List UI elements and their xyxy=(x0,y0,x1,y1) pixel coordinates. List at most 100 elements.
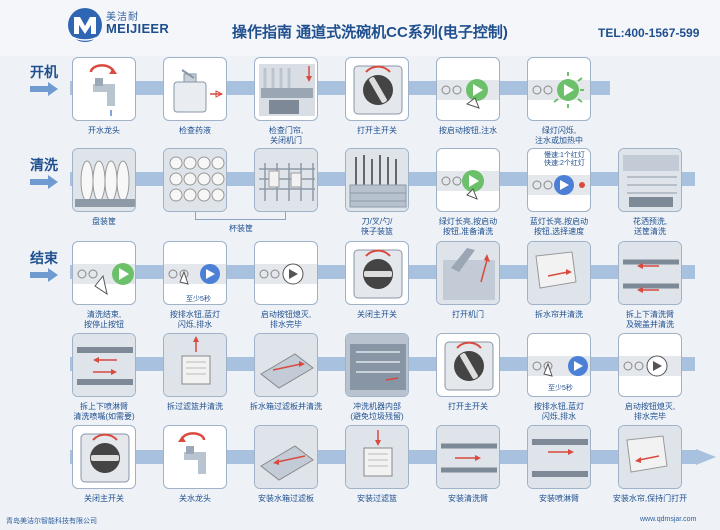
step-caption: 打开主开关 xyxy=(357,126,397,135)
finish-press-icon xyxy=(73,263,135,296)
filter-basket-icon xyxy=(164,334,226,396)
step-caption: 拆上下喷淋臂清洗喷嘴(如需要) xyxy=(73,402,135,421)
step-card xyxy=(436,333,500,397)
step-card xyxy=(527,148,591,212)
install-tank-filter-icon xyxy=(255,426,317,488)
step-card xyxy=(345,425,409,489)
step-caption: 盘装筐 xyxy=(92,217,116,226)
footer-company: 青岛美洁尔智能科技有限公司 xyxy=(6,518,97,525)
start-off-icon xyxy=(619,355,681,377)
main-switch-on-icon xyxy=(444,341,494,391)
step-caption: 按排水钮,蓝灯闪烁,排水 xyxy=(169,310,221,329)
main-switch-off-icon xyxy=(353,249,403,299)
step-caption: 启动按钮熄灭,排水完毕 xyxy=(624,402,676,421)
step-caption: 安装水帘,保持门打开 xyxy=(612,494,688,503)
step-card xyxy=(163,333,227,397)
prewash-spray-icon xyxy=(619,149,681,211)
step-card xyxy=(163,57,227,121)
step-card xyxy=(72,57,136,121)
footer-website[interactable]: www.qdmsjar.com xyxy=(640,516,697,523)
step-caption: 安装喷淋臂 xyxy=(539,494,579,503)
step-caption: 安装过滤篮 xyxy=(357,494,397,503)
drain-button-icon xyxy=(528,356,590,377)
machine-interior-icon xyxy=(346,334,408,396)
faucet-close-icon xyxy=(178,432,206,474)
step-card xyxy=(527,241,591,305)
step-caption: 绿灯闪烁,注水或加热中 xyxy=(535,126,583,145)
step-caption: 拆水帘并清洗 xyxy=(535,310,583,319)
rack-bracket xyxy=(195,212,286,220)
arrow-right-icon xyxy=(30,175,58,189)
hold-note: 至少5秒 xyxy=(186,296,211,303)
step-caption: 启动按钮熄灭,排水完毕 xyxy=(260,310,312,329)
step-card xyxy=(436,241,500,305)
step-card xyxy=(345,57,409,121)
step-card xyxy=(527,57,591,121)
step-card xyxy=(254,57,318,121)
step-card xyxy=(618,425,682,489)
step-card xyxy=(254,333,318,397)
step-caption: 按排水钮,蓝灯闪烁,排水 xyxy=(533,402,585,421)
faucet-open-icon xyxy=(89,64,117,116)
step-card xyxy=(163,241,227,305)
step-card xyxy=(436,425,500,489)
step-caption: 关闭主开关 xyxy=(357,310,397,319)
step-caption: 关水龙头 xyxy=(179,494,211,503)
step-card xyxy=(254,148,318,212)
step-caption: 拆过滤篮并清洗 xyxy=(167,402,223,411)
arrow-right-icon xyxy=(30,268,58,282)
step-card xyxy=(345,333,409,397)
speed-select-icon xyxy=(528,175,590,195)
step-caption: 刀/叉/勺/筷子装篮 xyxy=(361,217,393,236)
brand-name-cn: 美洁耐 xyxy=(106,12,139,23)
step-card xyxy=(72,333,136,397)
step-card xyxy=(163,148,227,212)
step-card xyxy=(345,241,409,305)
step-caption: 绿灯长亮,按启动按钮,准备清洗 xyxy=(438,217,498,236)
tank-filter-icon xyxy=(255,334,317,396)
step-card xyxy=(618,333,682,397)
remove-arm-icon xyxy=(619,242,681,304)
arrow-right-icon xyxy=(30,82,58,96)
page-title: 操作指南 通道式洗碗机CC系列(电子控制) xyxy=(232,24,508,41)
logo-mark-icon xyxy=(68,8,102,42)
step-caption: 检查药液 xyxy=(179,126,211,135)
step-card xyxy=(527,425,591,489)
start-button-icon xyxy=(437,79,499,109)
main-switch-on-icon xyxy=(353,65,403,115)
step-caption-cup-rack: 杯装筐 xyxy=(229,224,253,233)
telephone-number: TEL:400-1567-599 xyxy=(598,26,700,40)
step-card xyxy=(72,148,136,212)
detergent-tank-icon xyxy=(173,69,224,113)
section-label-wash: 清洗 xyxy=(30,157,58,173)
step-caption: 清洗结束,按停止按钮 xyxy=(84,310,124,329)
install-curtain-icon xyxy=(619,426,681,488)
brand-name-en: MEIJIEER xyxy=(106,21,170,36)
step-caption: 拆上下清洗臂及碗盖并清洗 xyxy=(626,310,674,329)
step-caption: 检查门帘,关闭机门 xyxy=(268,126,304,145)
install-filter-basket-icon xyxy=(346,426,408,488)
install-spray-arm-icon xyxy=(528,426,590,488)
step-caption: 关闭主开关 xyxy=(84,494,124,503)
step-caption: 打开主开关 xyxy=(448,402,488,411)
step-caption: 安装水箱过滤板 xyxy=(258,494,314,503)
step-caption: 花洒预洗,送筐清洗 xyxy=(632,217,668,236)
speed-note-slow: 慢速:1个红灯 xyxy=(544,152,585,159)
green-steady-icon xyxy=(437,170,499,200)
step-card xyxy=(254,425,318,489)
header-band xyxy=(0,0,720,56)
step-card xyxy=(527,333,591,397)
step-caption: 安装清洗臂 xyxy=(448,494,488,503)
door-check-icon xyxy=(259,64,315,116)
step-card xyxy=(618,148,682,212)
start-off-icon xyxy=(255,263,317,285)
section-label-startup: 开机 xyxy=(30,64,58,80)
step-caption: 冲洗机器内部(避免垃圾残留) xyxy=(350,402,404,421)
step-card xyxy=(72,241,136,305)
wire-rack-icon xyxy=(255,149,317,211)
remove-curtain-icon xyxy=(528,242,590,304)
hold-note: 至少5秒 xyxy=(548,385,573,392)
main-switch-off-icon xyxy=(80,433,130,483)
step-caption: 蓝灯长亮,按启动按钮,选择速度 xyxy=(529,217,589,236)
